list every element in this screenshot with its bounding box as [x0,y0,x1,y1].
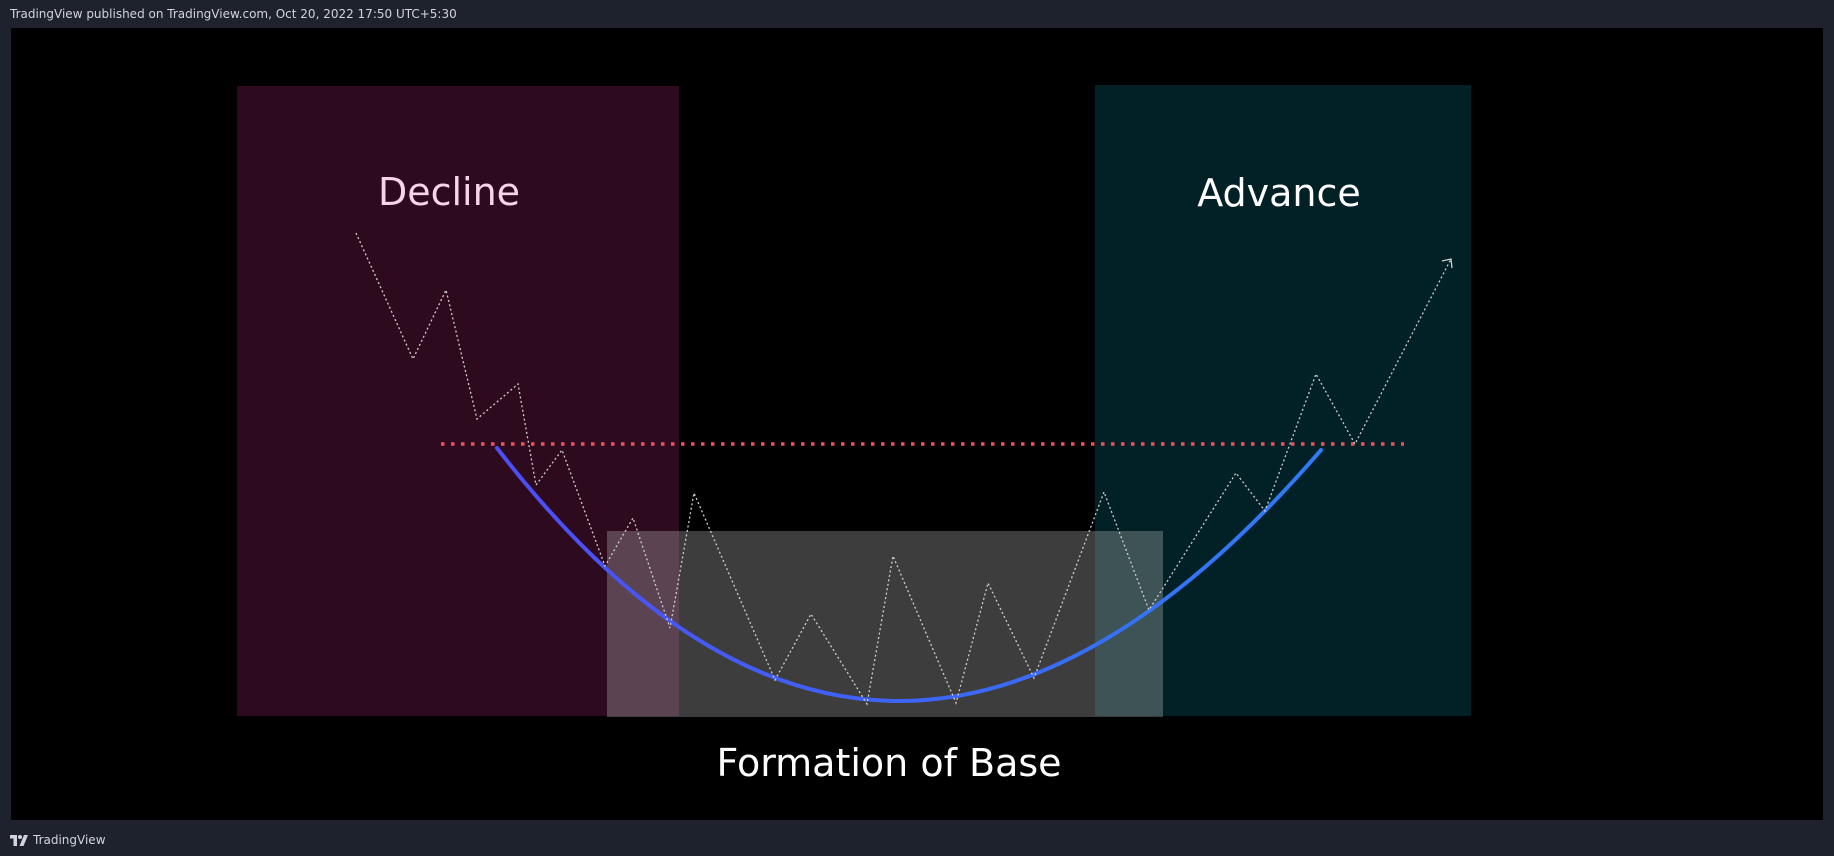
tradingview-logo-icon[interactable] [10,834,28,846]
advance-zone[interactable] [1095,85,1471,716]
decline-zone[interactable] [237,86,679,716]
base-zone[interactable] [607,531,1163,717]
advance-label: Advance [1197,171,1361,215]
base-label: Formation of Base [716,741,1061,785]
price-path-arrowhead [1441,258,1453,269]
cup-base-diagram: Decline Advance Formation of Base [237,85,1471,785]
cup-curve[interactable] [495,446,1323,703]
footer-brand-label[interactable]: TradingView [33,833,106,847]
footer: TradingView [10,832,106,848]
price-path[interactable] [355,232,1452,706]
decline-label: Decline [378,170,520,214]
published-info: TradingView published on TradingView.com… [10,7,457,21]
chart-canvas[interactable]: Decline Advance Formation of Base [11,28,1823,820]
